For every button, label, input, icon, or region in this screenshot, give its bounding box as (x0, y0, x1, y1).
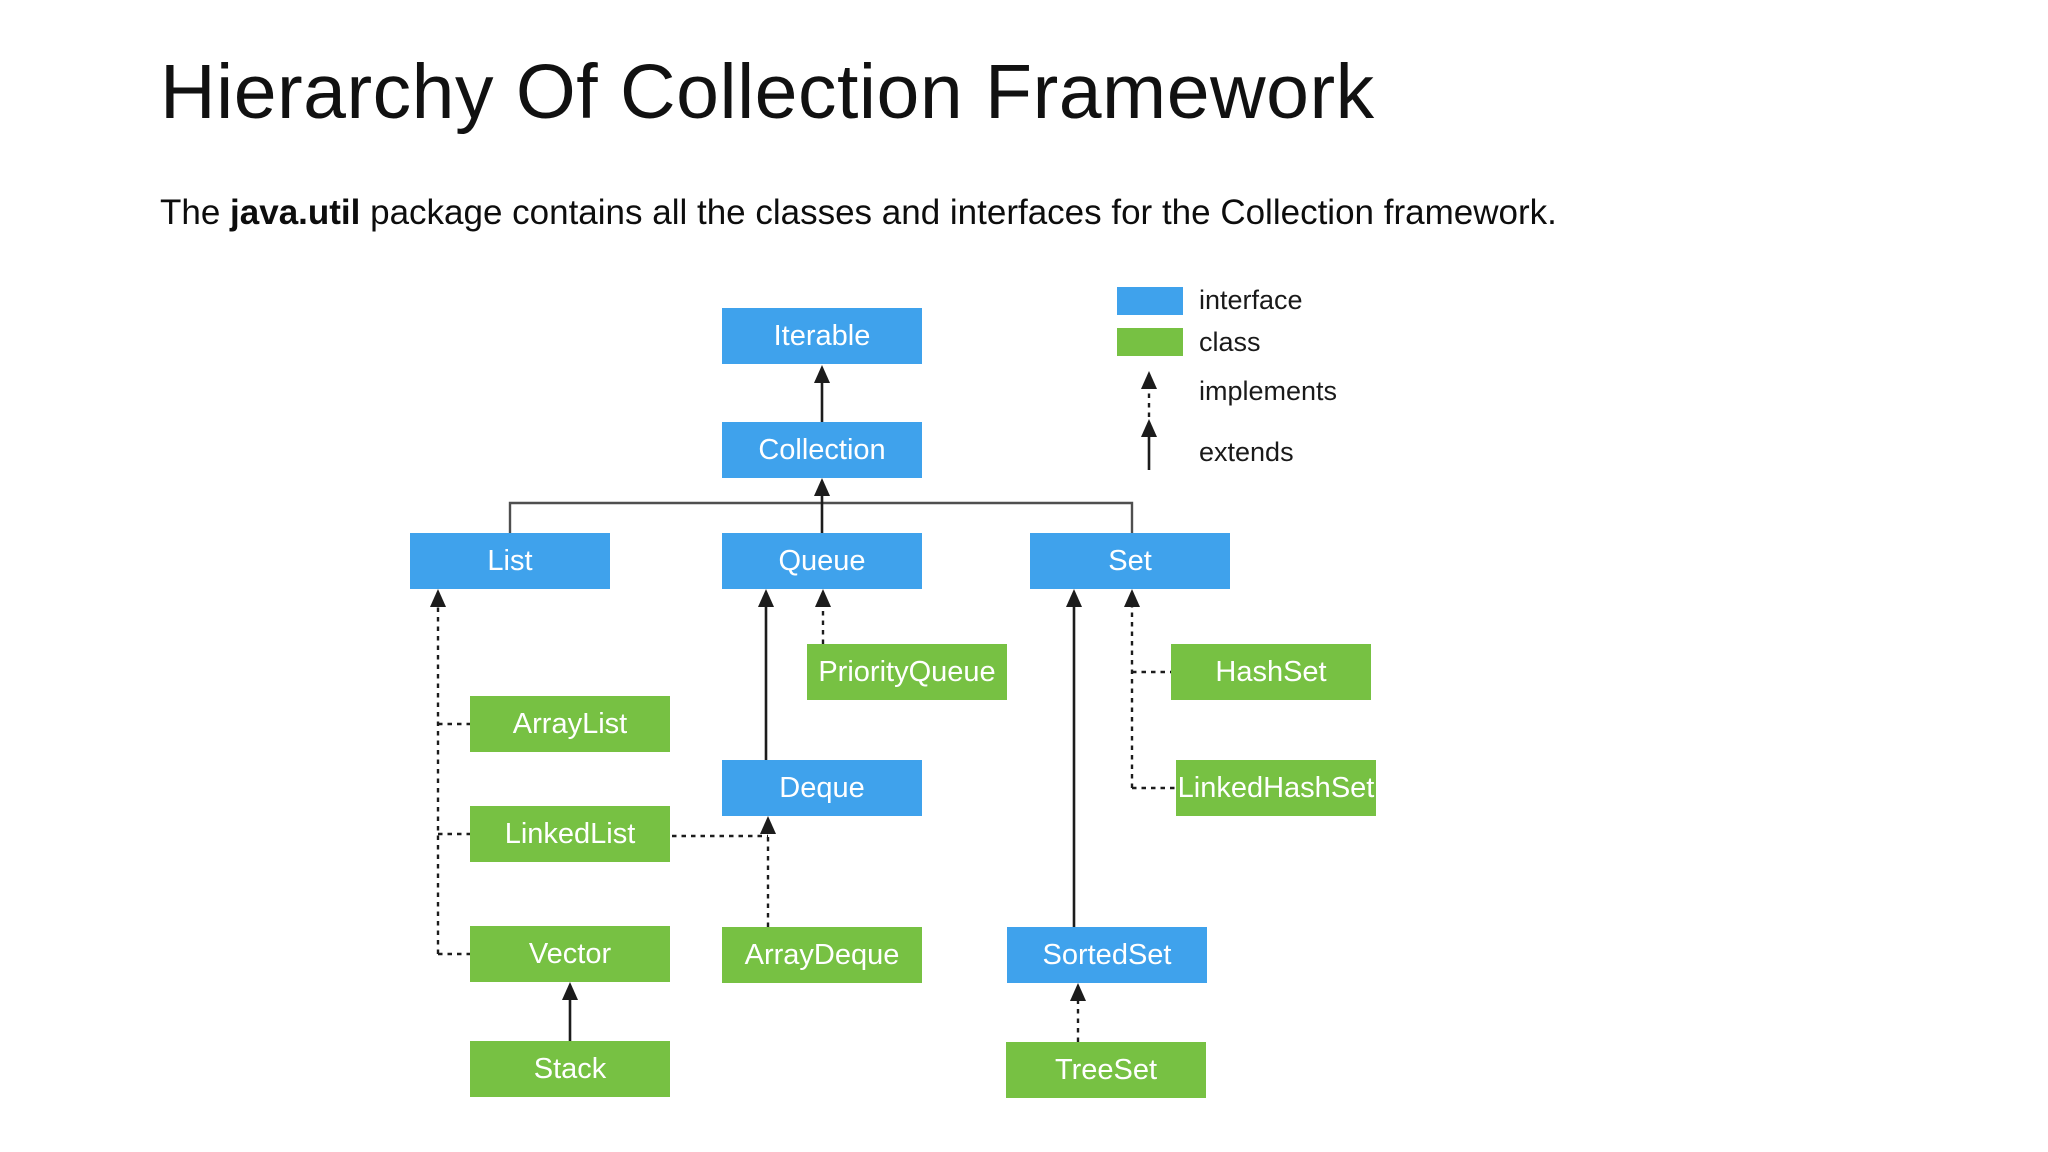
page-subtitle: The java.util package contains all the c… (160, 193, 1557, 233)
edge-sortedset-set (1066, 589, 1082, 927)
node-stack: Stack (470, 1041, 670, 1097)
node-collection: Collection (722, 422, 922, 478)
edges-list-implementors (430, 589, 470, 956)
subtitle-package-name: java.util (230, 193, 361, 232)
node-list: List (410, 533, 610, 589)
subtitle-suffix: package contains all the classes and int… (360, 193, 1557, 232)
node-arraylist: ArrayList (470, 696, 670, 752)
edges-set-implementors (1124, 589, 1176, 790)
legend-interface-label: interface (1199, 285, 1303, 315)
node-set: Set (1030, 533, 1230, 589)
node-linkedhashset: LinkedHashSet (1176, 760, 1376, 816)
legend-class-label: class (1199, 327, 1261, 357)
node-linkedlist: LinkedList (470, 806, 670, 862)
node-arraydeque: ArrayDeque (722, 927, 922, 983)
node-queue: Queue (722, 533, 922, 589)
edge-treeset-sortedset (1070, 983, 1086, 1042)
node-iterable: Iterable (722, 308, 922, 364)
edge-children-to-collection (508, 478, 1134, 533)
node-vector: Vector (470, 926, 670, 982)
node-sortedset: SortedSet (1007, 927, 1207, 983)
node-treeset: TreeSet (1006, 1042, 1206, 1098)
subtitle-prefix: The (160, 193, 231, 232)
edge-stack-vector (562, 982, 578, 1041)
node-priorityqueue: PriorityQueue (807, 644, 1007, 700)
legend-extends-label: extends (1199, 437, 1294, 467)
legend-interface-swatch (1117, 287, 1183, 315)
edge-deque-queue (758, 589, 774, 760)
node-deque: Deque (722, 760, 922, 816)
edge-collection-iterable (814, 365, 830, 422)
legend-implements-arrow-icon (1141, 371, 1157, 417)
legend-extends-arrow-icon (1141, 419, 1157, 470)
node-hashset: HashSet (1171, 644, 1371, 700)
edge-arraydeque-deque (760, 816, 776, 927)
edge-priorityqueue-queue (815, 589, 831, 644)
legend-class-swatch (1117, 328, 1183, 356)
page-title: Hierarchy Of Collection Framework (160, 49, 1375, 135)
legend-implements-label: implements (1199, 376, 1338, 406)
